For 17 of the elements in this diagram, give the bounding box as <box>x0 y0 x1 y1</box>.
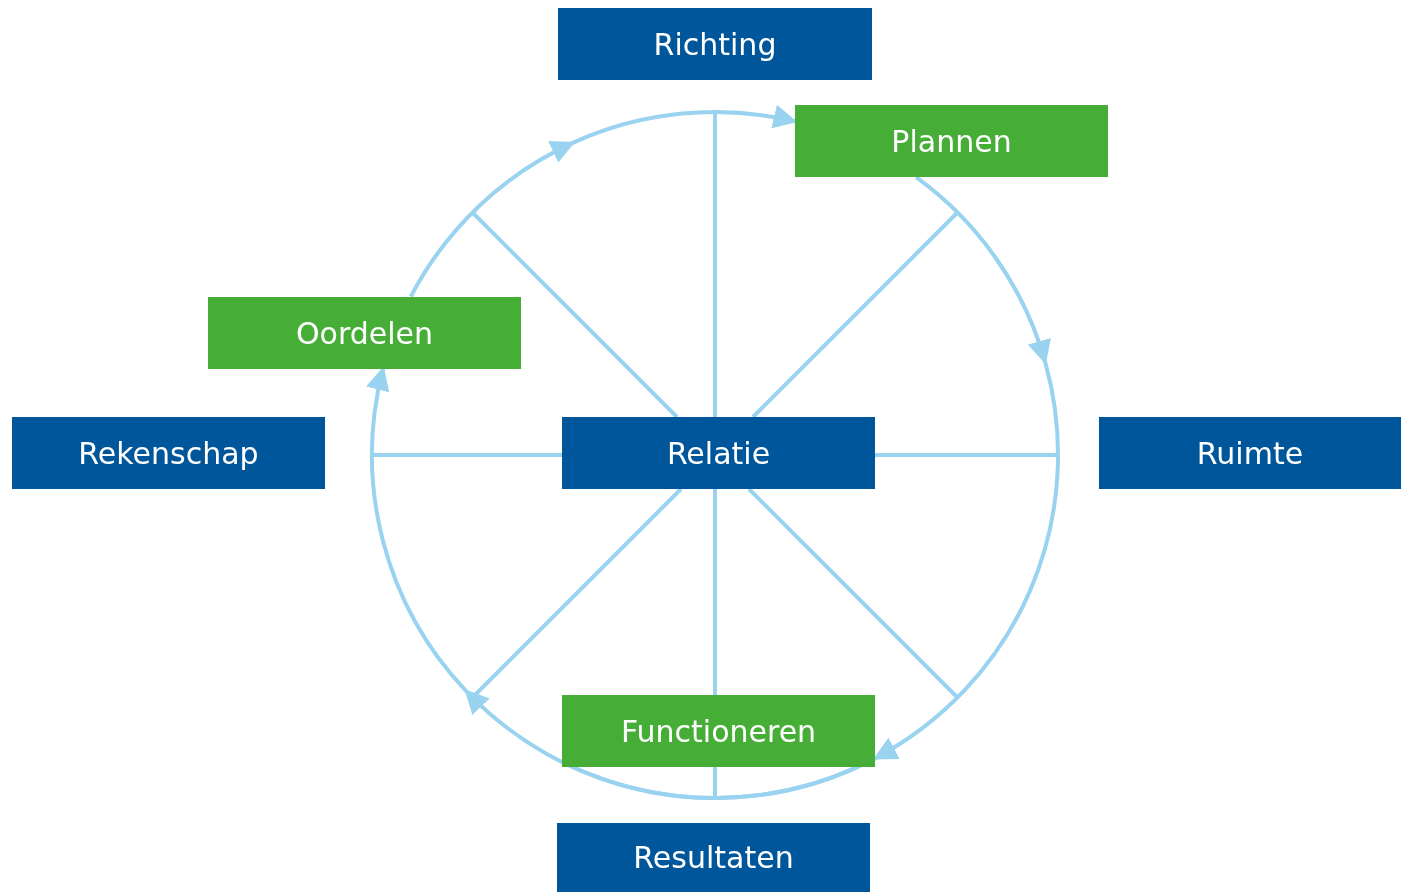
spoke-line <box>471 211 679 419</box>
spoke-line <box>751 211 959 419</box>
concept-box: Functioneren <box>562 695 875 767</box>
concept-box: Relatie <box>562 417 875 489</box>
spoke-line <box>713 489 717 695</box>
concept-box: Resultaten <box>557 823 870 892</box>
concept-box: Richting <box>558 8 872 80</box>
cycle-arrow <box>409 105 796 298</box>
spoke-line <box>372 453 562 457</box>
spoke-line <box>875 453 1058 457</box>
concept-box: Ruimte <box>1099 417 1401 489</box>
concept-box: Oordelen <box>208 297 521 369</box>
cycle-arrow <box>366 368 858 800</box>
concept-box: Rekenschap <box>12 417 325 489</box>
spoke-line <box>747 487 959 699</box>
spoke-line <box>713 112 717 417</box>
concept-box: Plannen <box>795 105 1108 177</box>
